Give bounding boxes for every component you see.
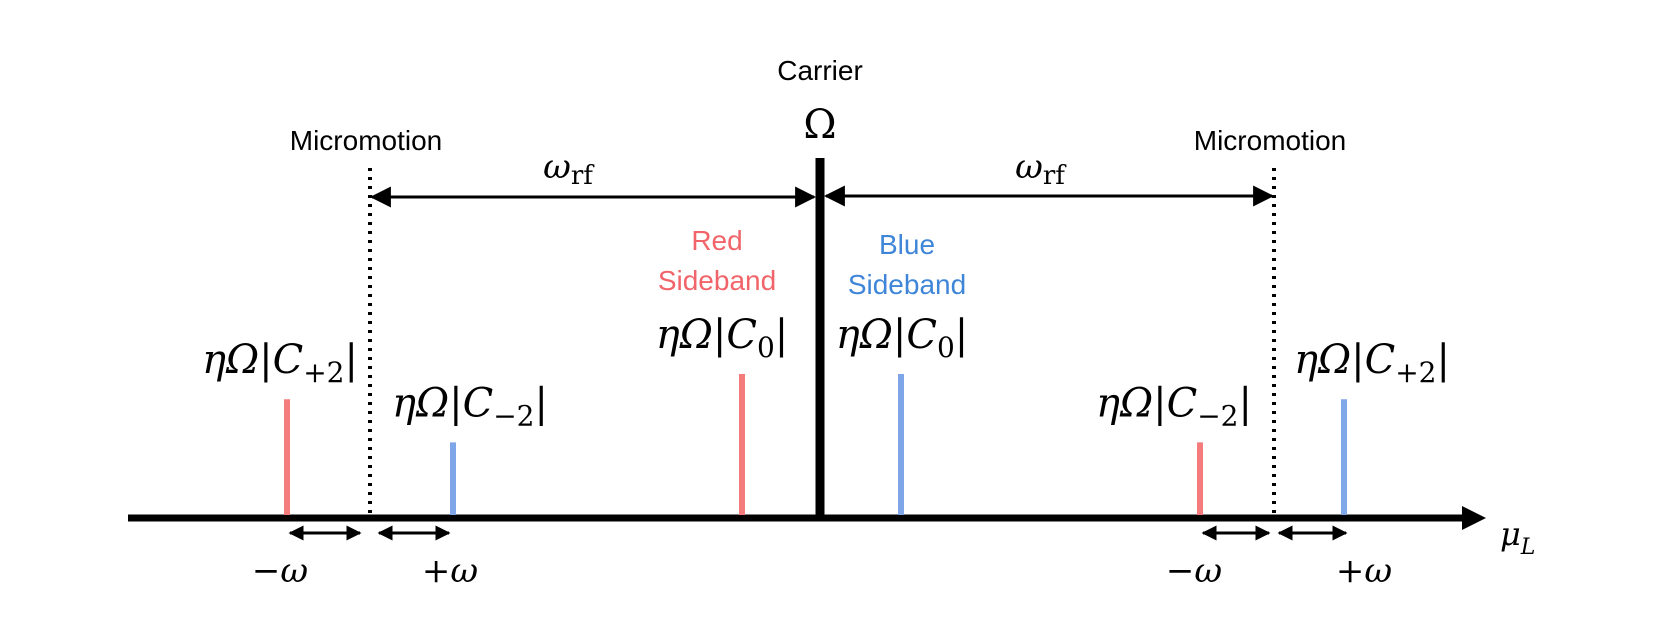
carrier-label: Carrier (777, 55, 863, 86)
plus-omega-label-left: +ω (422, 551, 478, 591)
omega-rf-label-right: ωrf (1015, 147, 1067, 191)
blue-minus2-left-amplitude-label: ηΩ|C−2| (392, 380, 548, 432)
carrier-omega-symbol: Ω (803, 102, 836, 148)
plus-omega-label-right: +ω (1336, 551, 1392, 591)
axis-label-mu-l: μL (1500, 515, 1535, 560)
micromotion-label-left: Micromotion (290, 125, 442, 156)
red-sideband-label-line1: Red (691, 225, 742, 256)
minus-omega-label-left: −ω (252, 551, 308, 591)
red-plus2-left-amplitude-label: ηΩ|C+2| (202, 337, 358, 389)
blue-sideband-label-line1: Blue (879, 229, 935, 260)
frequency-axis-arrowhead (1462, 506, 1486, 530)
blue-plus2-right-amplitude-label: ηΩ|C+2| (1294, 337, 1450, 389)
red-minus2-right-amplitude-label: ηΩ|C−2| (1096, 380, 1252, 432)
blue-c0-amplitude-label: ηΩ|C0| (836, 312, 969, 364)
omega-rf-label-left: ωrf (543, 147, 595, 191)
micromotion-label-right: Micromotion (1194, 125, 1346, 156)
red-c0-amplitude-label: ηΩ|C0| (656, 312, 789, 364)
red-sideband-label-line2: Sideband (658, 265, 776, 296)
spectral-lines: ηΩ|C+2| ηΩ|C−2| ηΩ|C0| ηΩ|C0| ηΩ|C−2| ηΩ|C+2| (202, 312, 1450, 515)
minus-omega-label-right: −ω (1166, 551, 1222, 591)
blue-sideband-label-line2: Sideband (848, 269, 966, 300)
